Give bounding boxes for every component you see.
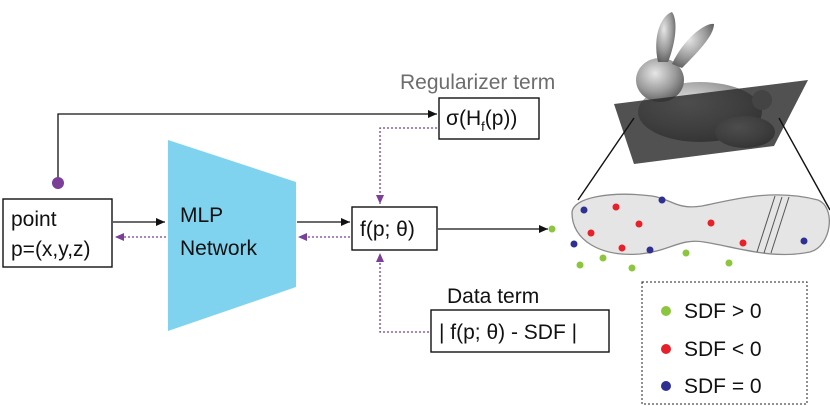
mlp-network-shape (168, 140, 296, 331)
output-box (351, 206, 438, 251)
zoom-line-left (577, 117, 635, 201)
output-label: f(p; θ) (360, 218, 415, 241)
legend-swatch-negative (661, 344, 671, 354)
sample-points (548, 196, 808, 272)
network-label-line2: Network (180, 237, 258, 260)
data-term-box (430, 309, 610, 353)
legend-label-zero: SDF = 0 (684, 375, 762, 398)
regularizer-expr: σ(Hf(p)) (446, 107, 517, 134)
bunny-illustration (614, 12, 808, 164)
regularizer-box (438, 97, 540, 140)
regularizer-connector (57, 110, 437, 182)
legend: SDF > 0 SDF < 0 SDF = 0 (641, 281, 808, 405)
input-label-line1: point (11, 208, 57, 231)
legend-swatch-positive (661, 306, 671, 316)
regularizer-feedback (376, 127, 437, 204)
data-term-expr: | f(p; θ) - SDF | (439, 321, 577, 344)
legend-label-positive: SDF > 0 (684, 300, 762, 323)
slicing-plane (614, 80, 808, 164)
network-label-line1: MLP (180, 204, 223, 227)
regularizer-title: Regularizer term (400, 71, 555, 94)
branch-dot (52, 177, 64, 189)
cross-section-shape (571, 193, 830, 256)
zoom-line-right (778, 117, 830, 211)
input-box (2, 198, 113, 268)
legend-swatch-zero (661, 381, 671, 391)
input-label-line2: p=(x,y,z) (11, 238, 91, 261)
data-term-title: Data term (447, 285, 539, 308)
data-term-feedback (376, 253, 429, 333)
legend-label-negative: SDF < 0 (684, 338, 762, 361)
